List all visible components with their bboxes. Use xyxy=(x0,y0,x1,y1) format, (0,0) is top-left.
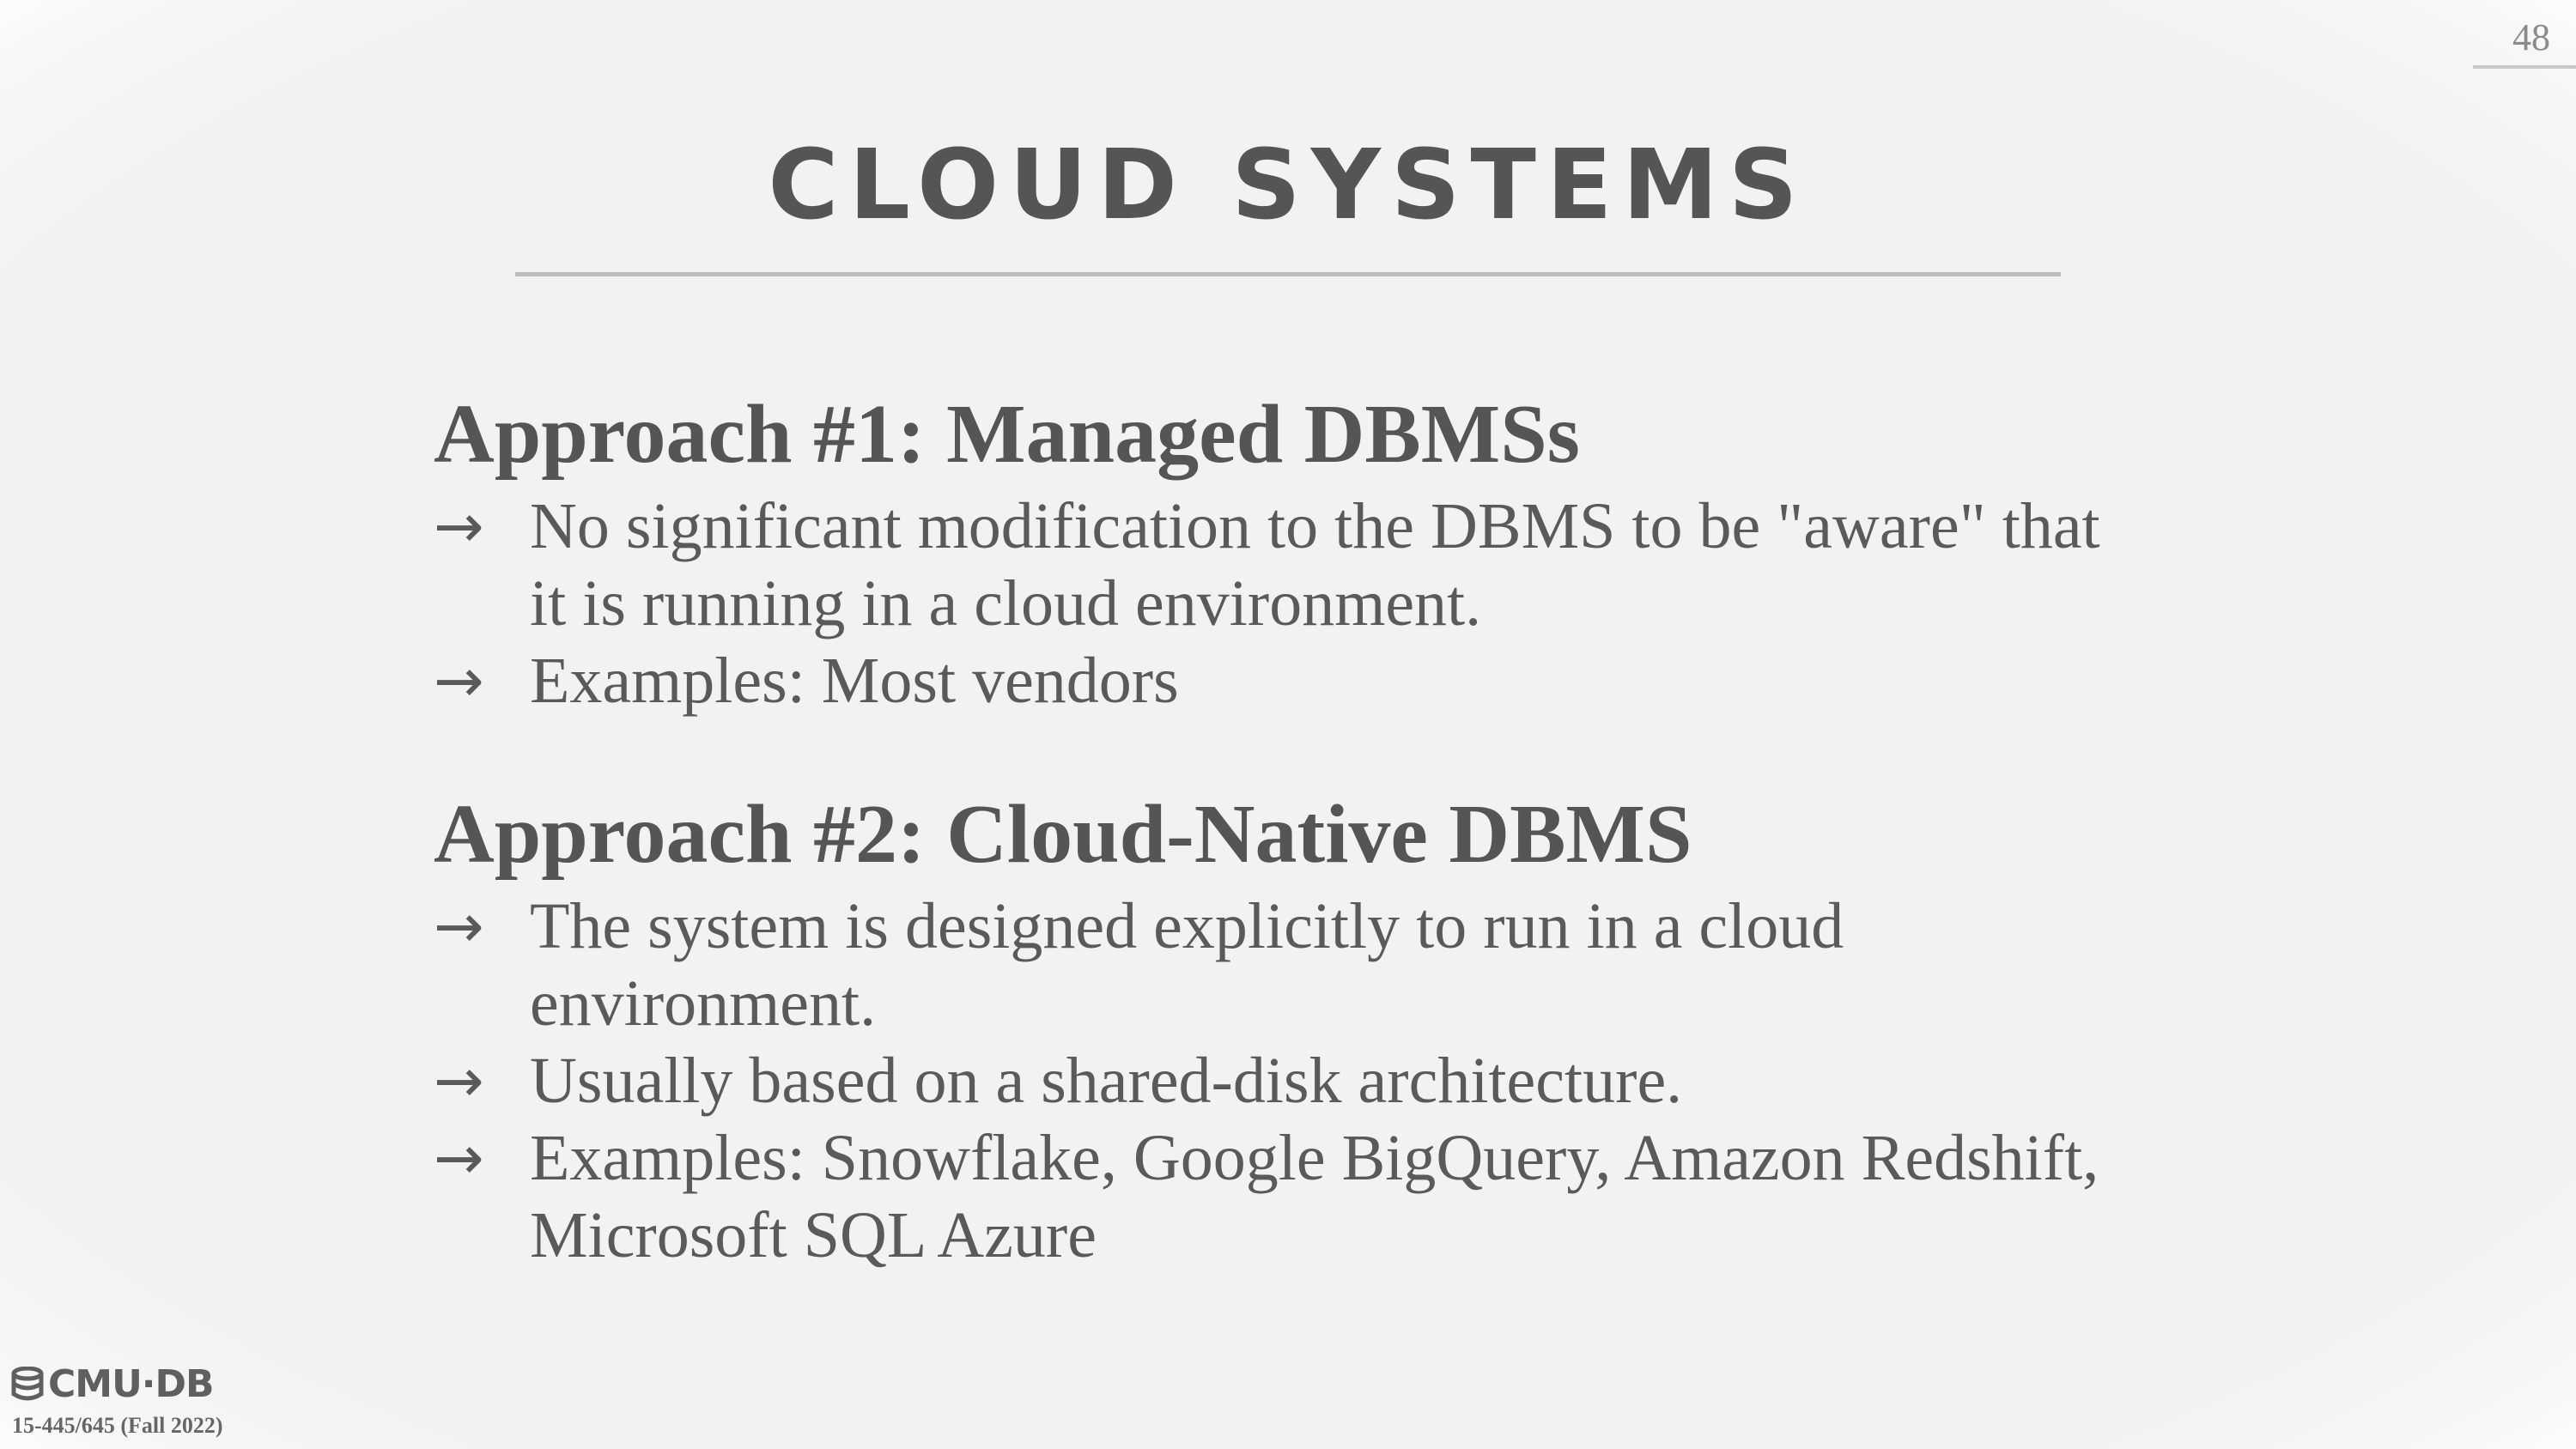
arrow-right-icon: → xyxy=(434,491,484,561)
bullet-item: → No significant modification to the DBM… xyxy=(434,488,2108,642)
arrow-right-icon: → xyxy=(434,646,484,716)
bullet-text: Examples: Most vendors xyxy=(530,645,1179,717)
bullet-text: No significant modification to the DBMS … xyxy=(530,490,2100,640)
section-approach-2: Approach #2: Cloud-Native DBMS → The sys… xyxy=(434,781,2151,1274)
course-label: 15-445/645 (Fall 2022) xyxy=(12,1413,223,1438)
cmu-db-logo: CMU·DB xyxy=(10,1362,215,1406)
slide-title: CLOUD SYSTEMS xyxy=(768,130,1808,241)
bullet-list: → No significant modification to the DBM… xyxy=(434,488,2151,719)
section-approach-1: Approach #1: Managed DBMSs → No signific… xyxy=(434,381,2151,719)
bullet-item: → Examples: Snowflake, Google BigQuery, … xyxy=(434,1119,2108,1274)
section-heading: Approach #1: Managed DBMSs xyxy=(434,388,1580,481)
bullet-text: Examples: Snowflake, Google BigQuery, Am… xyxy=(530,1122,2099,1271)
bullet-text: Usually based on a shared-disk architect… xyxy=(530,1045,1683,1117)
bullet-list: → The system is designed explicitly to r… xyxy=(434,888,2151,1274)
arrow-right-icon: → xyxy=(434,1046,484,1116)
page-number: 48 xyxy=(2512,16,2550,58)
bullet-item: → The system is designed explicitly to r… xyxy=(434,888,2108,1042)
section-heading: Approach #2: Cloud-Native DBMS xyxy=(434,788,1692,881)
slide-content: Approach #1: Managed DBMSs → No signific… xyxy=(434,381,2151,1274)
title-divider xyxy=(515,272,2061,276)
database-icon xyxy=(11,1366,44,1400)
page-number-rule xyxy=(2473,65,2576,69)
arrow-right-icon: → xyxy=(434,891,484,961)
bullet-item: → Usually based on a shared-disk archite… xyxy=(434,1042,2108,1119)
arrow-right-icon: → xyxy=(434,1123,484,1193)
bullet-item: → Examples: Most vendors xyxy=(434,642,2108,719)
logo-text: CMU·DB xyxy=(48,1362,215,1406)
bullet-text: The system is designed explicitly to run… xyxy=(530,890,1844,1040)
